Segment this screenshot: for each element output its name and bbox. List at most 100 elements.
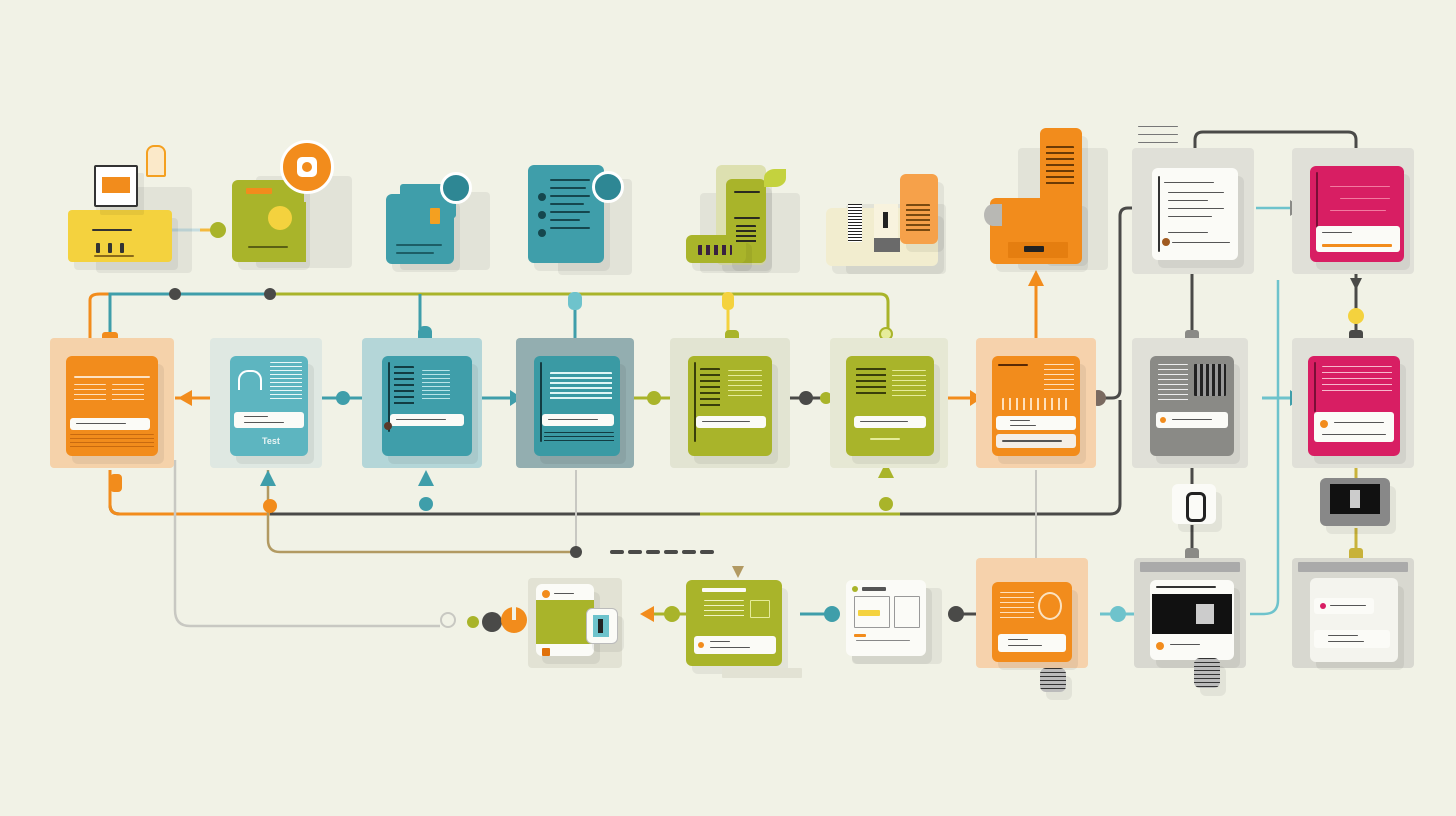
text-line (1046, 146, 1074, 186)
connector-main-7 (1096, 206, 1140, 400)
node-card (68, 210, 172, 262)
info-slip (996, 416, 1076, 430)
text-line (998, 364, 1028, 366)
text-line (1340, 198, 1390, 199)
text-line (1172, 242, 1230, 243)
text-line (856, 368, 886, 398)
node-card (686, 580, 782, 666)
cluster-dot-dark (482, 612, 502, 632)
connector-teal-top (108, 292, 580, 350)
arrow-up-icon (878, 462, 894, 478)
junction-dot (799, 391, 813, 405)
info-slip (390, 414, 464, 426)
arrow-left-icon (640, 606, 654, 622)
monitor-icon (1320, 478, 1390, 526)
text-line (422, 370, 450, 400)
text-line (1168, 192, 1224, 193)
text-line (550, 211, 590, 213)
text-line (728, 370, 762, 400)
text-line (1138, 142, 1178, 143)
text-line (550, 187, 586, 189)
camera-icon (280, 140, 334, 194)
junction-dot (647, 391, 661, 405)
arrow-up-icon (1028, 270, 1044, 286)
node-band (536, 600, 594, 644)
junction-dot (879, 497, 893, 511)
status-dot (384, 422, 392, 430)
info-slip (996, 434, 1076, 448)
text-line (550, 203, 584, 205)
logo-icon (238, 370, 262, 390)
info-slip (694, 636, 776, 654)
plug-icon (568, 292, 582, 310)
lock-icon (430, 208, 440, 224)
badge-icon (592, 171, 624, 203)
text-line (550, 227, 590, 229)
leaf-icon (764, 169, 786, 187)
junction-dot (570, 546, 582, 558)
drawer-handle (1024, 246, 1044, 252)
info-slip (696, 416, 766, 428)
connector-gray-loop (173, 460, 440, 628)
info-slip (1314, 630, 1390, 648)
text-line (70, 434, 154, 450)
text-line (704, 600, 744, 620)
text-line (270, 362, 302, 402)
node-card (1150, 356, 1234, 456)
screen-icon (1194, 364, 1226, 396)
text-line (694, 362, 696, 442)
junction-dot (263, 499, 277, 513)
text-line (1138, 134, 1178, 135)
node-label: Test (262, 436, 280, 446)
connector-orange-top (88, 292, 280, 350)
junction-dot (169, 288, 181, 300)
barcode-icon (848, 204, 862, 242)
info-slip (1156, 412, 1228, 428)
junction-dot (824, 606, 840, 622)
text-line (396, 252, 434, 254)
text-line (92, 229, 132, 231)
text-line (734, 191, 760, 193)
text-line (1168, 200, 1208, 201)
info-slip (542, 414, 614, 426)
text-line (1158, 176, 1160, 252)
junction-dot (820, 392, 832, 404)
junction-dot (419, 497, 433, 511)
status-dot (1162, 238, 1170, 246)
node-card (1308, 356, 1400, 456)
text-line (734, 217, 760, 219)
text-line (554, 593, 574, 594)
toolbar (1140, 562, 1240, 572)
cluster-dot-notch (512, 606, 516, 620)
text-line (1168, 216, 1212, 217)
text-line (854, 634, 866, 637)
bullet-dot (538, 211, 546, 219)
node-card (688, 356, 772, 456)
text-line (870, 438, 900, 440)
bulb-icon (1038, 592, 1062, 620)
tool-icon (1172, 484, 1216, 524)
text-line (1156, 586, 1216, 588)
connector-tan-loop (266, 470, 580, 554)
text-line (698, 245, 732, 255)
user-icon (984, 204, 1002, 226)
arrow-up-icon (418, 470, 434, 486)
sketch-icon (854, 596, 890, 628)
text-line (120, 243, 124, 253)
node-card (66, 356, 158, 456)
text-line (1168, 208, 1224, 209)
junction-dot (948, 606, 964, 622)
cluster-dot-ring (440, 612, 456, 628)
node-card (1152, 168, 1238, 260)
badge-icon (440, 172, 472, 204)
text-line (1168, 232, 1208, 233)
text-line (1158, 364, 1188, 404)
text-line (750, 600, 770, 618)
node-card (1150, 580, 1234, 660)
tag-icon (146, 145, 166, 177)
info-slip (854, 416, 926, 428)
text-line (396, 244, 442, 246)
text-line (108, 243, 112, 253)
status-dot (542, 590, 550, 598)
junction-dot (210, 222, 226, 238)
